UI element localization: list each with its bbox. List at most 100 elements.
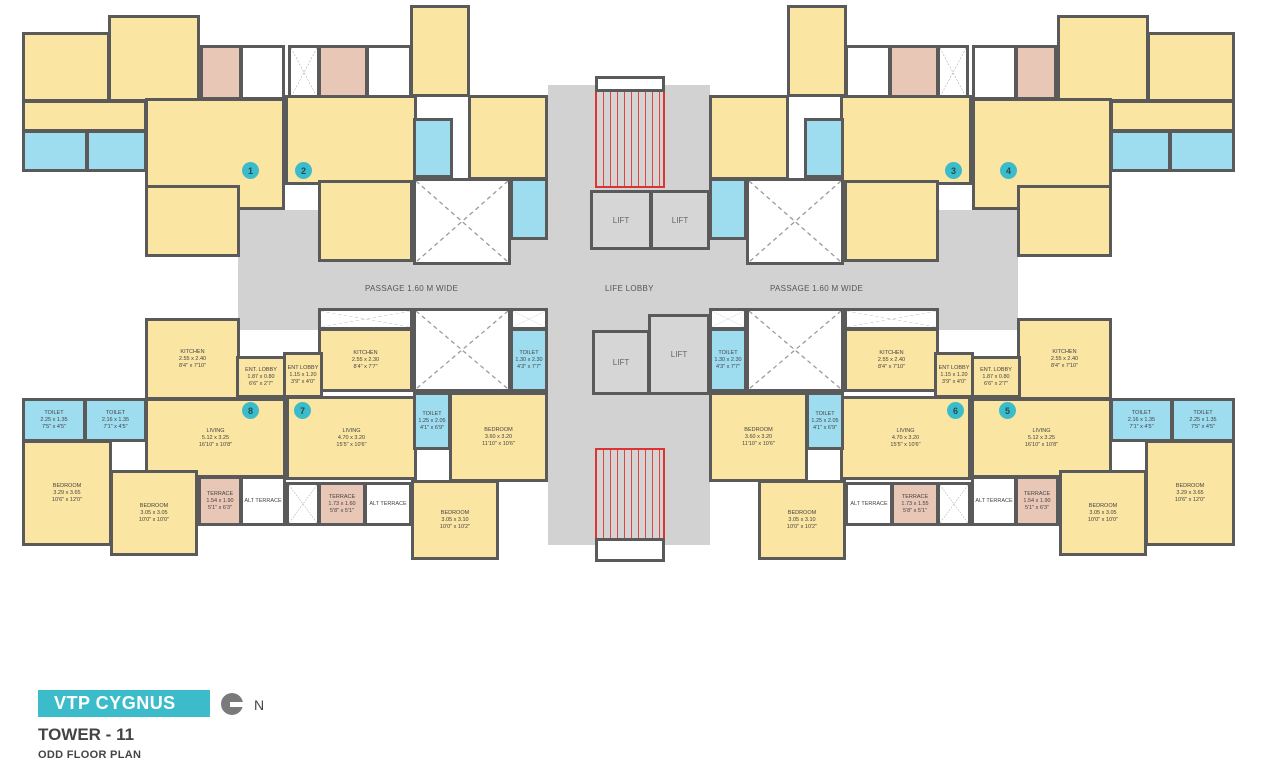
room-name: BEDROOM xyxy=(1175,482,1205,489)
room-name: LIVING xyxy=(206,427,225,434)
room-size-imperial: 3'9" x 4'0" xyxy=(290,378,316,385)
room-size-metric: 2.25 x 1.35 xyxy=(1189,416,1217,423)
room-size-imperial: 5'1" x 6'3" xyxy=(1024,504,1050,511)
room-name: TOILET xyxy=(105,409,126,416)
room-size-metric: 3.29 x 3.65 xyxy=(1176,489,1204,496)
unit-room-terrace xyxy=(1015,45,1057,100)
room-name: TOILET xyxy=(1131,409,1152,416)
room-size-imperial: 16'10" x 10'8" xyxy=(198,441,233,448)
room-size-imperial: 7'5" x 4'5" xyxy=(1190,423,1216,430)
staircase-bottom xyxy=(595,448,665,540)
room-size-imperial: 7'1" x 4'5" xyxy=(1129,423,1154,430)
unit-room-bedroom xyxy=(22,32,110,102)
unit-room-bedroom xyxy=(1147,32,1235,102)
unit-room-terrace xyxy=(200,45,242,100)
room-size-imperial: 16'10" x 10'8" xyxy=(1024,441,1059,448)
room-size-metric: 4.70 x 3.20 xyxy=(891,434,920,441)
room-size-metric: 3.05 x 3.10 xyxy=(441,516,469,523)
room-size-metric: 1.15 x 1.20 xyxy=(289,371,317,378)
room-size-imperial: 8'4" x 7'10" xyxy=(1050,362,1079,369)
room-size-imperial: 8'4" x 7'10" xyxy=(877,363,906,370)
room-size-metric: 1.30 x 2.30 xyxy=(515,356,543,363)
unit-room-kitchen xyxy=(318,180,413,262)
room-size-metric: 2.16 x 1.35 xyxy=(101,416,130,423)
room-name: ALT TERRACE xyxy=(369,500,407,507)
room-size-imperial: 11'10" x 10'6" xyxy=(742,440,775,447)
lift-3: LIFT xyxy=(592,330,650,395)
room-name: ENT. LOBBY xyxy=(245,366,277,373)
room-name: BEDROOM xyxy=(787,509,817,516)
room-name: LIVING xyxy=(1032,427,1051,434)
unit-room-toilet xyxy=(709,178,747,240)
room-size-metric: 1.25 x 2.05 xyxy=(418,417,446,424)
room-alt-terrace: ALT TERRACE xyxy=(364,482,412,526)
plan-subtitle: ODD FLOOR PLAN xyxy=(38,749,142,761)
room-name: ENT. LOBBY xyxy=(980,366,1012,373)
unit-room-alt-terrace xyxy=(972,45,1017,100)
duct xyxy=(746,308,844,392)
legend: VTP CYGNUS N TOWER - 11 ODD FLOOR PLAN xyxy=(38,690,264,761)
unit-number-badge: 6 xyxy=(947,402,964,419)
lift-label: LIFT xyxy=(612,215,630,225)
room-size-metric: 3.60 x 3.20 xyxy=(744,433,773,440)
room-size-imperial: 10'0" x 10'2" xyxy=(439,523,471,530)
unit-number-badge: 3 xyxy=(945,162,962,179)
lobby-label: LIFE LOBBY xyxy=(605,284,654,293)
unit-room-toilet xyxy=(22,130,88,172)
room-name: KITCHEN xyxy=(879,349,904,356)
room-size-metric: 2.25 x 1.35 xyxy=(40,416,68,423)
room-size-metric: 1.54 x 1.90 xyxy=(1023,497,1051,504)
unit-room-duct xyxy=(413,178,511,265)
room-name: BEDROOM xyxy=(744,426,773,433)
room-size-metric: 5.12 x 3.25 xyxy=(1027,434,1056,441)
room-name: TOILET xyxy=(422,410,442,417)
room-name: TOILET xyxy=(1193,409,1213,416)
room-size-imperial: 10'6" x 12'0" xyxy=(1174,496,1206,503)
room-size-imperial: 4'3" x 7'7" xyxy=(516,363,542,370)
unit-room-terrace xyxy=(318,45,368,100)
unit-room-bedroom xyxy=(1057,15,1149,102)
stair-landing-top xyxy=(595,76,665,92)
unit-room-alt-terrace xyxy=(845,45,891,100)
duct xyxy=(844,308,939,330)
room-size-metric: 3.05 x 3.05 xyxy=(140,509,168,516)
unit-room-toilet xyxy=(86,130,147,172)
room-name: TOILET xyxy=(815,410,835,417)
room-name: ALT TERRACE xyxy=(850,500,888,507)
north-label: N xyxy=(254,697,265,713)
unit-room-toilet xyxy=(1110,130,1171,172)
room-name: TERRACE xyxy=(901,493,929,500)
room-size-imperial: 4'1" x 6'9" xyxy=(419,424,445,431)
unit-room-bedroom xyxy=(1110,100,1235,132)
unit-room-bedroom xyxy=(108,15,200,102)
room-alt-terrace: ALT TERRACE xyxy=(240,476,286,526)
room-size-metric: 1.15 x 1.20 xyxy=(940,371,968,378)
unit-room-toilet xyxy=(804,118,844,178)
duct xyxy=(510,308,548,330)
unit-room-toilet xyxy=(510,178,548,240)
unit-room-toilet xyxy=(413,118,453,178)
unit-room-bedroom xyxy=(709,95,789,180)
room-size-imperial: 8'4" x 7'10" xyxy=(178,362,207,369)
passage-right-label: PASSAGE 1.60 M WIDE xyxy=(770,284,864,293)
room-size-metric: 1.73 x 1.55 xyxy=(901,500,929,507)
room-size-imperial: 7'5" x 4'5" xyxy=(41,423,67,430)
room-name: KITCHEN xyxy=(353,349,378,356)
lift-1: LIFT xyxy=(590,190,652,250)
lift-4: LIFT xyxy=(648,314,710,395)
room-size-metric: 1.87 x 0.80 xyxy=(982,373,1010,380)
duct xyxy=(286,482,320,526)
